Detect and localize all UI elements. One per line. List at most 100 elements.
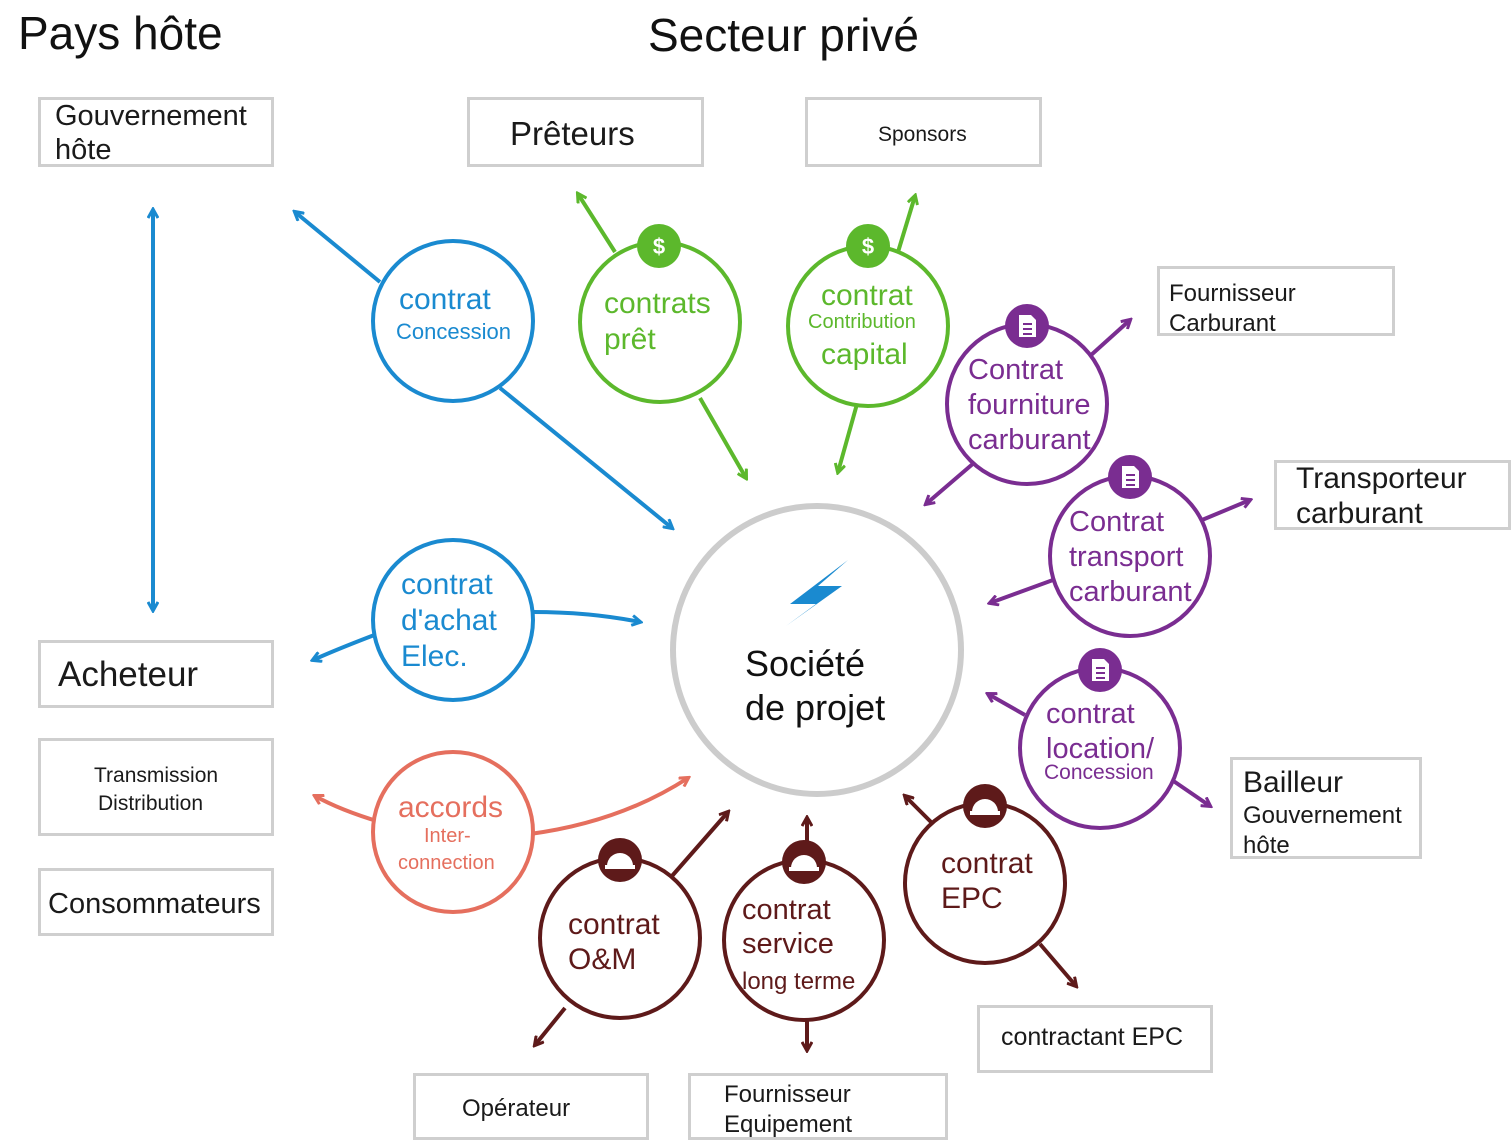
arrow-achat-acheteur (313, 632, 378, 660)
box-transporteur-carburant: Transporteur carburant (1274, 460, 1511, 530)
sponsors-label: Sponsors (878, 123, 967, 146)
arrow-location-societe (988, 694, 1026, 717)
gouvernement-line1: Gouvernement (55, 100, 247, 132)
om-line1: contrat (568, 908, 660, 941)
arrow-interconnection-transmission (315, 796, 381, 824)
heading-host-country: Pays hôte (18, 7, 223, 59)
concession-line1: contrat (399, 283, 491, 316)
circle-concession (371, 239, 535, 403)
service-line2: service (742, 928, 834, 960)
preteurs-label: Prêteurs (510, 115, 635, 152)
operateur-label: Opérateur (462, 1095, 571, 1122)
dollar-icon: $ (637, 224, 681, 268)
arrow-pret-societe (698, 397, 746, 478)
box-contractant-epc: contractant EPC (977, 1005, 1213, 1073)
arrow-location-bailleur (1170, 778, 1210, 806)
fourniture-line2: fourniture (968, 389, 1091, 421)
fournisseur-carburant-line2: Carburant (1169, 310, 1276, 337)
hard-hat-icon (598, 838, 642, 882)
achat-line1: contrat (401, 568, 493, 601)
interconnection-line3: connection (398, 852, 495, 874)
location-line2: location/ (1046, 733, 1155, 765)
acheteur-label: Acheteur (58, 655, 199, 694)
arrow-fourniture-societe (926, 460, 977, 504)
capital-line2: Contribution (808, 311, 916, 333)
circle-achat (371, 538, 535, 702)
pret-line2: prêt (604, 323, 656, 356)
interconnection-line2: Inter- (424, 825, 471, 847)
concession-line2: Concession (396, 319, 511, 344)
svg-text:$: $ (862, 234, 874, 259)
arrow-om-societe (670, 812, 728, 878)
capital-line1: contrat (821, 279, 913, 312)
arrow-fourniture-fournisseur (1088, 320, 1130, 358)
contractant-epc-label: contractant EPC (1001, 1023, 1184, 1051)
box-gouvernement-hote: Gouvernement hôte (38, 97, 274, 167)
arrow-capital-sponsors (896, 196, 915, 253)
arrow-om-operateur (535, 1006, 567, 1045)
bailleur-line3: hôte (1243, 832, 1290, 859)
arrow-concession-gouvernement (295, 212, 382, 284)
box-acheteur: Acheteur (38, 640, 274, 708)
svg-text:$: $ (653, 234, 665, 259)
transmission-line2: Distribution (98, 792, 204, 815)
hard-hat-icon (963, 784, 1007, 828)
fournisseur-equipement-line2: Equipement (724, 1111, 853, 1138)
societe-label-line2: de projet (745, 687, 886, 728)
transport-line2: transport (1069, 541, 1184, 573)
fourniture-line1: Contrat (968, 354, 1064, 386)
box-preteurs: Prêteurs (467, 97, 704, 167)
document-icon (1005, 304, 1049, 348)
arrow-interconnection-societe (529, 778, 688, 836)
interconnection-line1: accords (398, 791, 504, 824)
societe-de-projet-ring (670, 503, 964, 797)
box-operateur: Opérateur (413, 1073, 649, 1140)
gouvernement-line2: hôte (55, 134, 112, 166)
heading-private-sector: Secteur privé (648, 9, 920, 61)
bailleur-line1: Bailleur (1243, 766, 1344, 799)
document-icon (1078, 648, 1122, 692)
transporteur-line2: carburant (1296, 497, 1423, 530)
fournisseur-carburant-line1: Fournisseur (1169, 280, 1296, 307)
achat-line3: Elec. (401, 640, 468, 673)
transporteur-line1: Transporteur (1296, 462, 1467, 495)
circle-interconnection (371, 750, 535, 914)
box-bailleur: Bailleur Gouvernement hôte (1230, 757, 1422, 859)
dollar-icon: $ (846, 224, 890, 268)
document-icon (1108, 455, 1152, 499)
box-fournisseur-equipement: Fournisseur Equipement (688, 1073, 948, 1140)
arrow-concession-societe (498, 386, 672, 528)
box-consommateurs: Consommateurs (38, 868, 274, 936)
arrow-capital-societe (838, 403, 859, 472)
transmission-line1: Transmission (94, 764, 219, 787)
capital-line3: capital (821, 338, 908, 371)
box-fournisseur-carburant: Fournisseur Carburant (1157, 266, 1395, 336)
bailleur-line2: Gouvernement (1243, 802, 1402, 829)
consommateurs-label: Consommateurs (48, 888, 261, 920)
societe-label-line1: Société (745, 643, 866, 684)
arrow-achat-societe (532, 610, 640, 622)
arrow-epc-societe (905, 796, 937, 828)
service-line1: contrat (742, 894, 831, 926)
arrow-epc-contractant (1038, 942, 1076, 986)
om-line2: O&M (568, 943, 637, 976)
box-transmission-distribution: Transmission Distribution (38, 738, 274, 836)
fournisseur-equipement-line1: Fournisseur (724, 1081, 851, 1108)
transport-line1: Contrat (1069, 506, 1165, 538)
arrow-transport-societe (990, 578, 1054, 603)
location-line3: Concession (1044, 761, 1154, 784)
arrow-transport-transporteur (1201, 500, 1250, 522)
achat-line2: d'achat (401, 604, 497, 637)
pret-line1: contrats (604, 287, 711, 320)
fourniture-line3: carburant (968, 424, 1091, 456)
service-line3: long terme (742, 968, 856, 995)
epc-line2: EPC (941, 882, 1003, 915)
location-line1: contrat (1046, 698, 1135, 730)
transport-line3: carburant (1069, 576, 1192, 608)
epc-line1: contrat (941, 847, 1033, 880)
lightning-bolt-icon (786, 560, 848, 626)
box-sponsors: Sponsors (805, 97, 1042, 167)
arrow-pret-preteurs (578, 194, 617, 254)
